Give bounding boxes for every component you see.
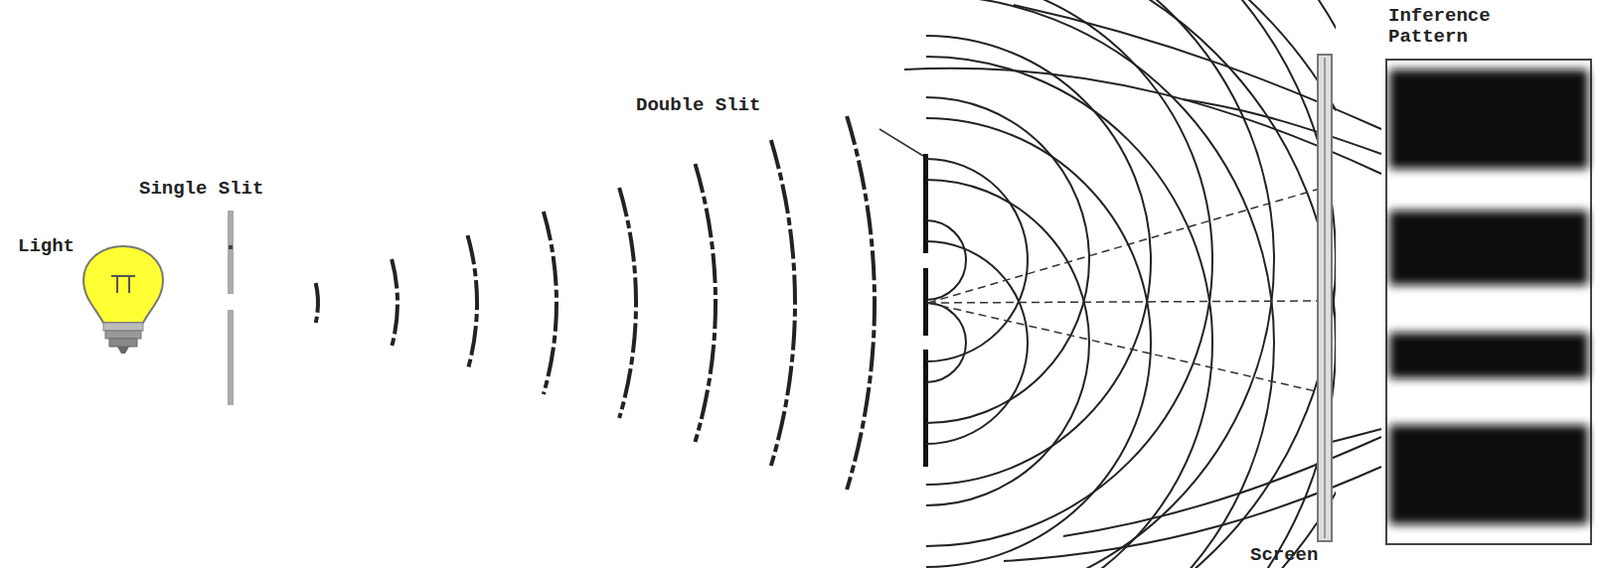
outer-waves (904, 4, 1382, 562)
circular-wave (926, 0, 1336, 568)
circular-wave (926, 118, 1151, 568)
circular-wave (926, 220, 966, 301)
wavefront-arc (391, 259, 398, 347)
label-text: Inference Pattern (1388, 5, 1578, 48)
circular-waves (926, 0, 1336, 568)
single-slit-barrier (227, 210, 234, 406)
label-text: Single Slit (139, 178, 264, 200)
circular-wave (926, 97, 1090, 424)
wavefront-arc (543, 211, 557, 395)
circular-wave (926, 0, 1336, 568)
circular-wave (926, 0, 1275, 568)
circular-wave (926, 35, 1151, 485)
ray-lines (928, 188, 1320, 393)
circular-wave (926, 241, 1028, 445)
label-text: Double Slit (636, 95, 761, 117)
circular-wave (926, 0, 1213, 547)
circular-wave (926, 179, 1090, 506)
wavefront-arc (467, 235, 478, 371)
label-text: Screen (1250, 545, 1318, 567)
outer-wave (1182, 99, 1382, 155)
double-slit-barrier (879, 129, 929, 468)
label-text: Light (17, 236, 75, 258)
wavefront-arc (694, 163, 716, 443)
circular-wave (926, 159, 1028, 362)
wavefronts (316, 116, 875, 490)
light-bulb (83, 246, 163, 354)
interference-pattern (1386, 59, 1592, 545)
wavefront-arc (771, 140, 796, 467)
circular-wave (926, 303, 966, 383)
wavefront-arc (619, 187, 637, 419)
outer-wave (904, 68, 1382, 174)
circular-wave (926, 0, 1275, 568)
wavefront-arc (846, 116, 875, 490)
wavefront-arc (316, 283, 319, 323)
screen (1317, 54, 1332, 542)
